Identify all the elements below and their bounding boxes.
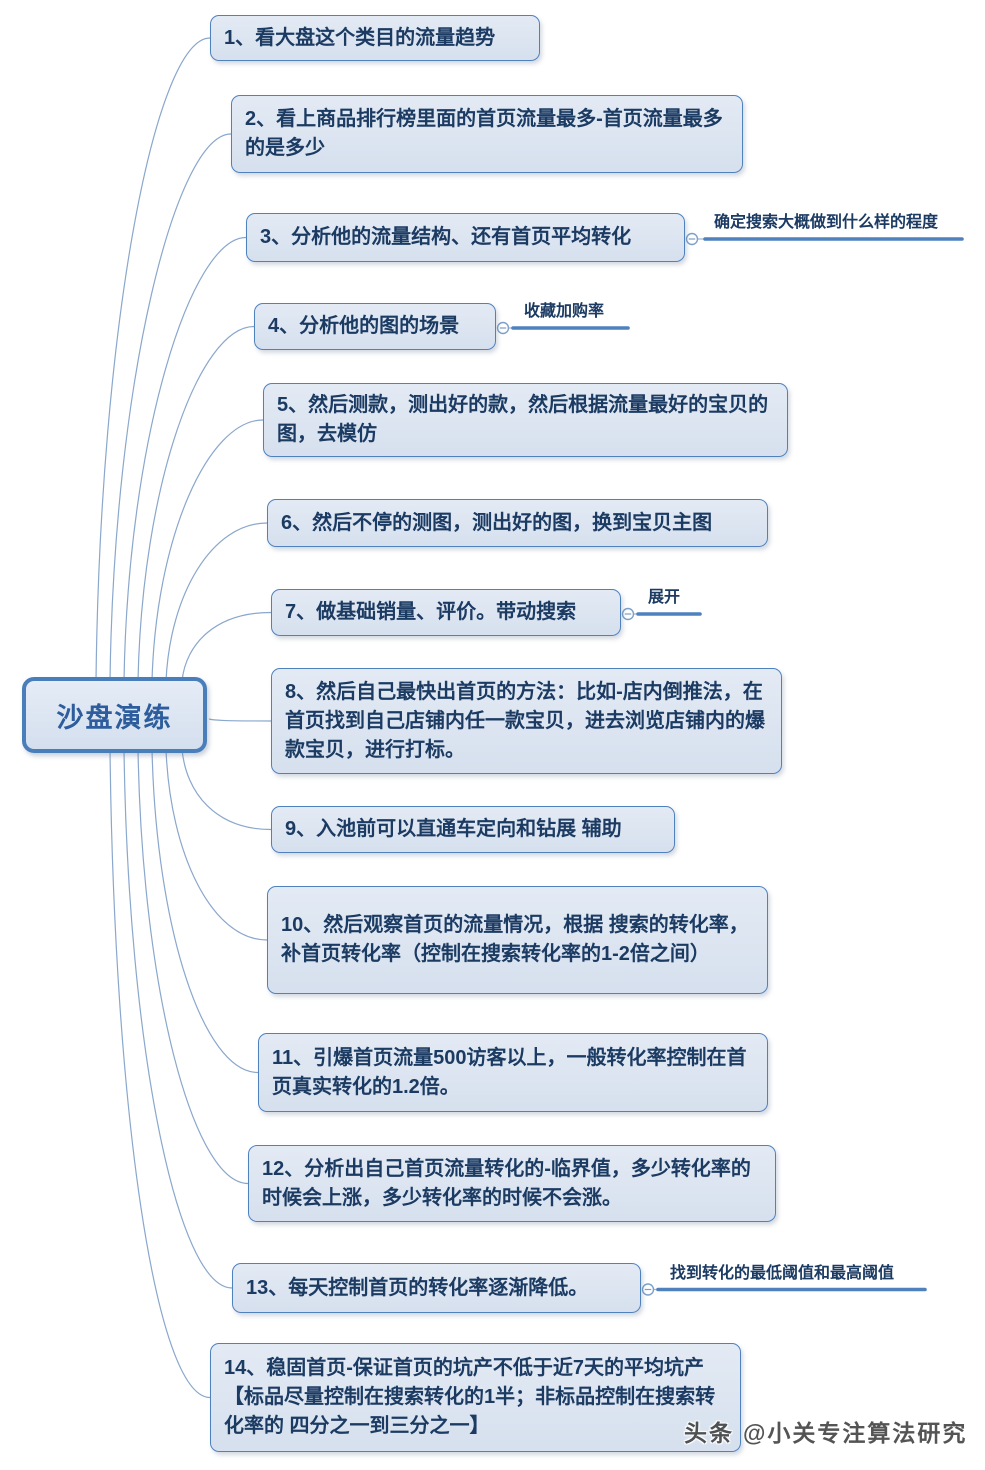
topic-node-11[interactable]: 11、引爆首页流量500访客以上，一般转化率控制在首页真实转化的1.2倍。 [258, 1033, 768, 1112]
branch-line [109, 133, 232, 682]
topic-label: 10、然后观察首页的流量情况，根据 搜索的转化率，补首页转化率（控制在搜索转化率… [281, 914, 749, 965]
topic-node-7[interactable]: 7、做基础销量、评价。带动搜索 [271, 589, 621, 636]
branch-line [137, 325, 255, 682]
topic-node-13[interactable]: 13、每天控制首页的转化率逐渐降低。 [232, 1263, 641, 1313]
branch-line [208, 718, 272, 722]
branch-line [181, 611, 272, 682]
topic-label: 9、入池前可以直通车定向和钻展 辅助 [285, 818, 622, 840]
callout-label[interactable]: 找到转化的最低阈值和最高阈值 [670, 1264, 895, 1282]
topic-node-12[interactable]: 12、分析出自己首页流量转化的-临界值，多少转化率的时候会上涨，多少转化率的时候… [248, 1145, 776, 1222]
branch-line [151, 748, 259, 1074]
branch-line [123, 748, 233, 1289]
topic-label: 11、引爆首页流量500访客以上，一般转化率控制在首页真实转化的1.2倍。 [272, 1046, 747, 1098]
branch-line [181, 748, 272, 831]
topic-label: 6、然后不停的测图，测出好的图，换到宝贝主图 [281, 511, 713, 534]
topic-node-8[interactable]: 8、然后自己最快出首页的方法：比如-店内倒推法，在首页找到自己店铺内任一款宝贝，… [271, 668, 782, 774]
callout-label[interactable]: 确定搜索大概做到什么样的程度 [714, 214, 939, 231]
topic-label: 3、分析他的流量结构、还有首页平均转化 [260, 226, 632, 248]
topic-node-14[interactable]: 14、稳固首页-保证首页的坑产不低于近7天的平均坑产【标品尽量控制在搜索转化的1… [210, 1343, 741, 1452]
root-topic-label: 沙盘演练 [56, 702, 173, 733]
topic-node-3[interactable]: 3、分析他的流量结构、还有首页平均转化 [246, 213, 685, 262]
topic-label: 14、稳固首页-保证首页的坑产不低于近7天的平均坑产【标品尽量控制在搜索转化的1… [224, 1357, 716, 1437]
watermark-source: 头条 [684, 1420, 734, 1446]
branch-line [165, 522, 268, 682]
topic-node-9[interactable]: 9、入池前可以直通车定向和钻展 辅助 [271, 806, 675, 853]
topic-label: 8、然后自己最快出首页的方法：比如-店内倒推法，在首页找到自己店铺内任一款宝贝，… [285, 680, 765, 761]
branch-line [95, 37, 211, 682]
topic-label: 5、然后测款，测出好的款，然后根据流量最好的宝贝的图，去模仿 [277, 394, 769, 445]
topic-node-1[interactable]: 1、看大盘这个类目的流量趋势 [210, 15, 540, 61]
watermark-author: @小关专注算法研究 [743, 1420, 968, 1446]
branch-line [123, 236, 247, 682]
topic-node-2[interactable]: 2、看上商品排行榜里面的首页流量最多-首页流量最多的是多少 [231, 95, 743, 173]
root-topic-node[interactable]: 沙盘演练 [22, 677, 207, 753]
topic-label: 13、每天控制首页的转化率逐渐降低。 [246, 1276, 589, 1299]
topic-node-6[interactable]: 6、然后不停的测图，测出好的图，换到宝贝主图 [267, 499, 768, 547]
topic-label: 1、看大盘这个类目的流量趋势 [224, 26, 496, 49]
topic-label: 4、分析他的图的场景 [268, 315, 460, 337]
callout-label[interactable]: 展开 [648, 589, 681, 606]
topic-label: 2、看上商品排行榜里面的首页流量最多-首页流量最多的是多少 [245, 108, 723, 159]
callout-label[interactable]: 收藏加购率 [524, 303, 605, 320]
topic-label: 12、分析出自己首页流量转化的-临界值，多少转化率的时候会上涨，多少转化率的时候… [262, 1157, 751, 1209]
branch-line [137, 748, 249, 1185]
topic-label: 7、做基础销量、评价。带动搜索 [285, 601, 577, 623]
branch-line [165, 748, 268, 941]
watermark: 头条 @小关专注算法研究 [684, 1414, 967, 1448]
topic-node-5[interactable]: 5、然后测款，测出好的款，然后根据流量最好的宝贝的图，去模仿 [263, 383, 788, 457]
branch-line [109, 748, 211, 1399]
topic-node-4[interactable]: 4、分析他的图的场景 [254, 303, 496, 350]
branch-line [151, 419, 264, 682]
topic-node-10[interactable]: 10、然后观察首页的流量情况，根据 搜索的转化率，补首页转化率（控制在搜索转化率… [267, 886, 768, 994]
